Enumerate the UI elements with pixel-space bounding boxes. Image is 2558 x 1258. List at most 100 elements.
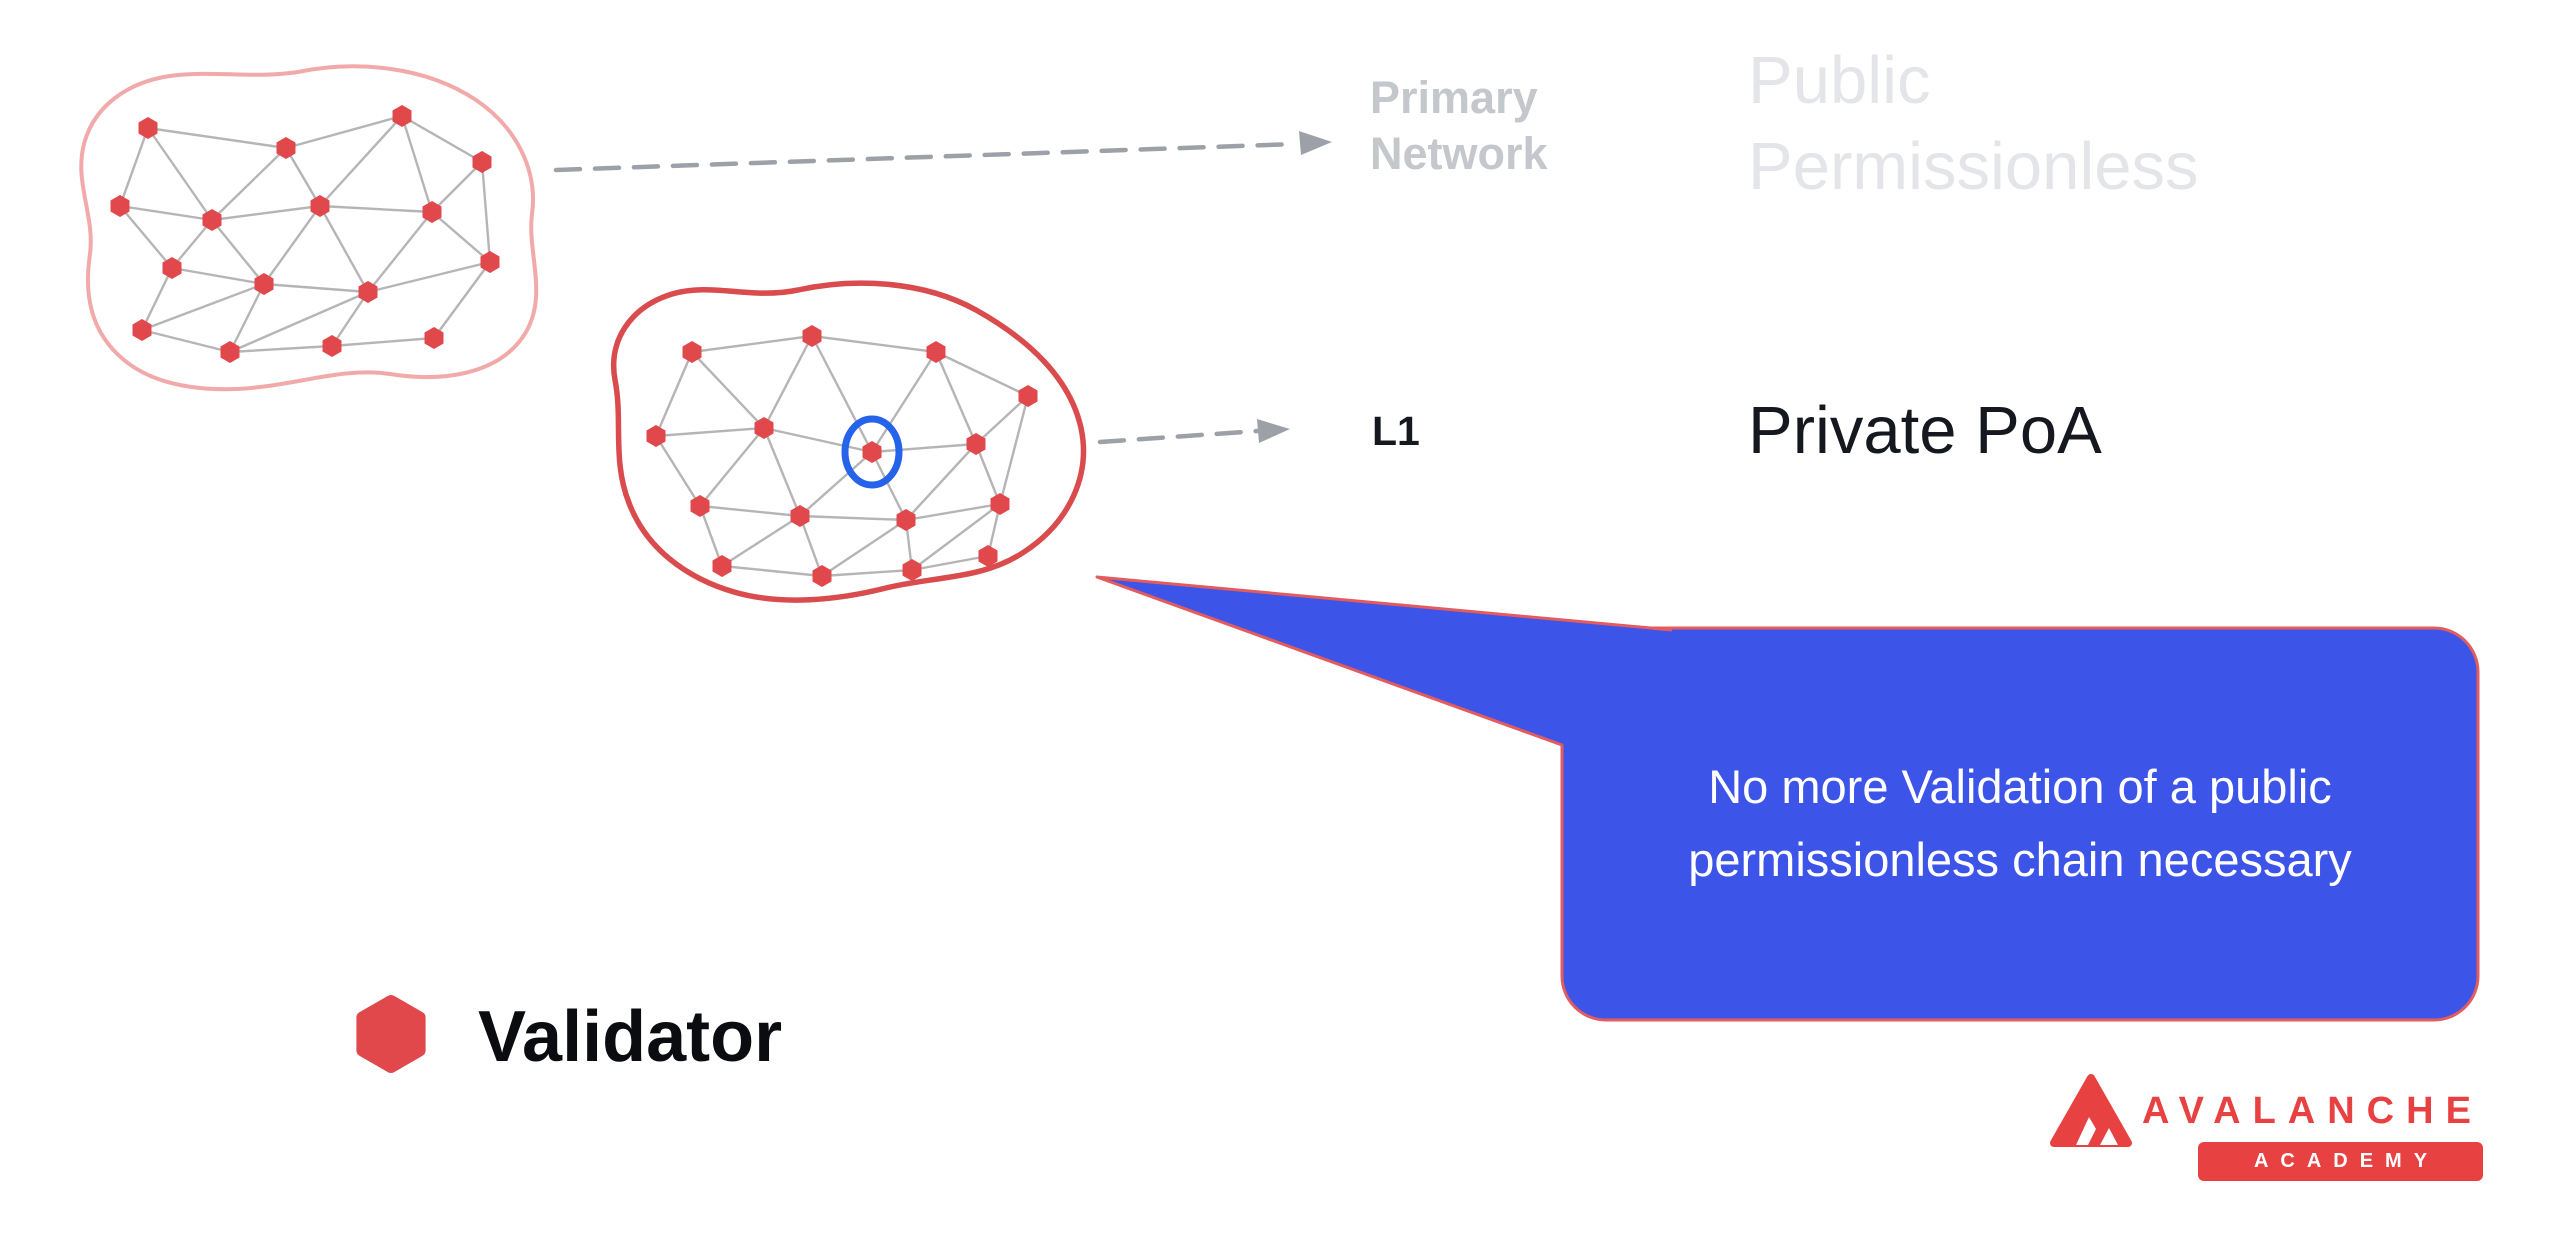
validator-node [138,117,158,139]
network-edge [811,334,937,354]
network-edge [229,290,369,354]
network-edge [141,282,265,332]
network-edge [911,554,989,572]
avalanche-mark-icon [2050,1074,2132,1147]
network-edge [140,267,174,331]
network-edge [905,502,1001,522]
network-edge [401,114,483,164]
network-edge [319,204,433,214]
callout-bubble-tail [1097,577,1672,745]
network-edge [798,515,824,577]
validator-node [310,195,330,217]
network-edge [691,351,765,429]
avalanche-cutout-right [2100,1128,2118,1145]
l1-network-graph-outline [611,280,1087,603]
avalanche-triangle [2050,1074,2132,1147]
validator-node [162,257,182,279]
validator-node [392,105,412,127]
network-edge [284,147,322,207]
network-edge [871,442,977,454]
network-edge [691,334,813,354]
network-edge [318,205,370,293]
network-edge [263,282,369,294]
l1-network-graph [611,280,1087,603]
network-edge [367,260,491,294]
network-edge [319,115,403,207]
network-edge [975,395,1029,445]
validator-node [712,555,732,577]
validator-node [754,417,774,439]
validator-node [862,441,882,463]
network-edge [141,328,231,354]
validator-node [896,509,916,531]
network-edge [654,435,702,507]
validator-node [472,151,492,173]
validator-node [132,319,152,341]
network-edge [400,115,434,213]
validator-node [254,273,274,295]
network-edge [698,505,724,567]
network-edge [762,335,814,429]
callout-text: No more Validation of a public permissio… [1562,628,2478,1020]
validator-node [802,325,822,347]
network-edge [911,503,1001,571]
network-edge [263,205,321,285]
network-edge [721,564,823,578]
network-edge [998,395,1030,505]
validator-node [978,545,998,567]
network-edge [171,219,213,269]
network-edge [699,504,801,518]
network-edge [367,211,433,293]
network-edge [331,336,435,348]
callout-text-line1: No more Validation of a public [1708,760,2332,814]
network-edge [654,351,694,437]
primary-network-graph [79,64,539,392]
network-edge [870,451,908,521]
network-edge [821,568,913,578]
primary-network-arrowhead [1299,131,1332,155]
network-edge [480,161,492,263]
validator-node [926,341,946,363]
network-edge [433,261,491,339]
callout-bubble-body [1560,626,2480,1022]
network-edge [118,127,150,207]
network-edge [119,204,213,222]
primary-network-arrow [553,131,1332,173]
l1-arrow [1097,419,1290,445]
network-edge [905,443,977,521]
validator-node [990,493,1010,515]
validator-node [424,327,444,349]
network-edge [974,443,1002,505]
network-edge [119,205,173,269]
validator-node [276,137,296,159]
l1-arrowhead [1257,419,1290,443]
network-edge [721,514,801,568]
l1-arrow-line [1097,428,1261,445]
network-edge [211,219,265,285]
validator-node [1018,385,1038,407]
network-edge [935,350,1029,398]
network-edge [147,126,287,150]
network-edge [171,266,265,286]
network-edge [655,426,765,438]
network-edge [762,427,802,517]
network-edge [810,335,874,453]
network-edge [228,283,266,353]
callout-bubble-tail-edge [1095,575,1673,747]
network-edge [799,451,873,517]
avalanche-cutout-left [2076,1117,2096,1145]
network-edge [870,351,938,453]
network-edge [211,147,287,221]
validator-node [690,495,710,517]
validator-node [322,335,342,357]
public-permissionless-label: Public Permissionless [1748,43,2199,204]
network-edge [229,344,333,354]
network-edge [821,519,907,577]
validator-node [966,433,986,455]
network-edge [699,427,765,507]
validator-hexagon-icon [356,995,426,1073]
validator-node [480,251,500,273]
network-edge [331,291,369,347]
validator-node [682,341,702,363]
